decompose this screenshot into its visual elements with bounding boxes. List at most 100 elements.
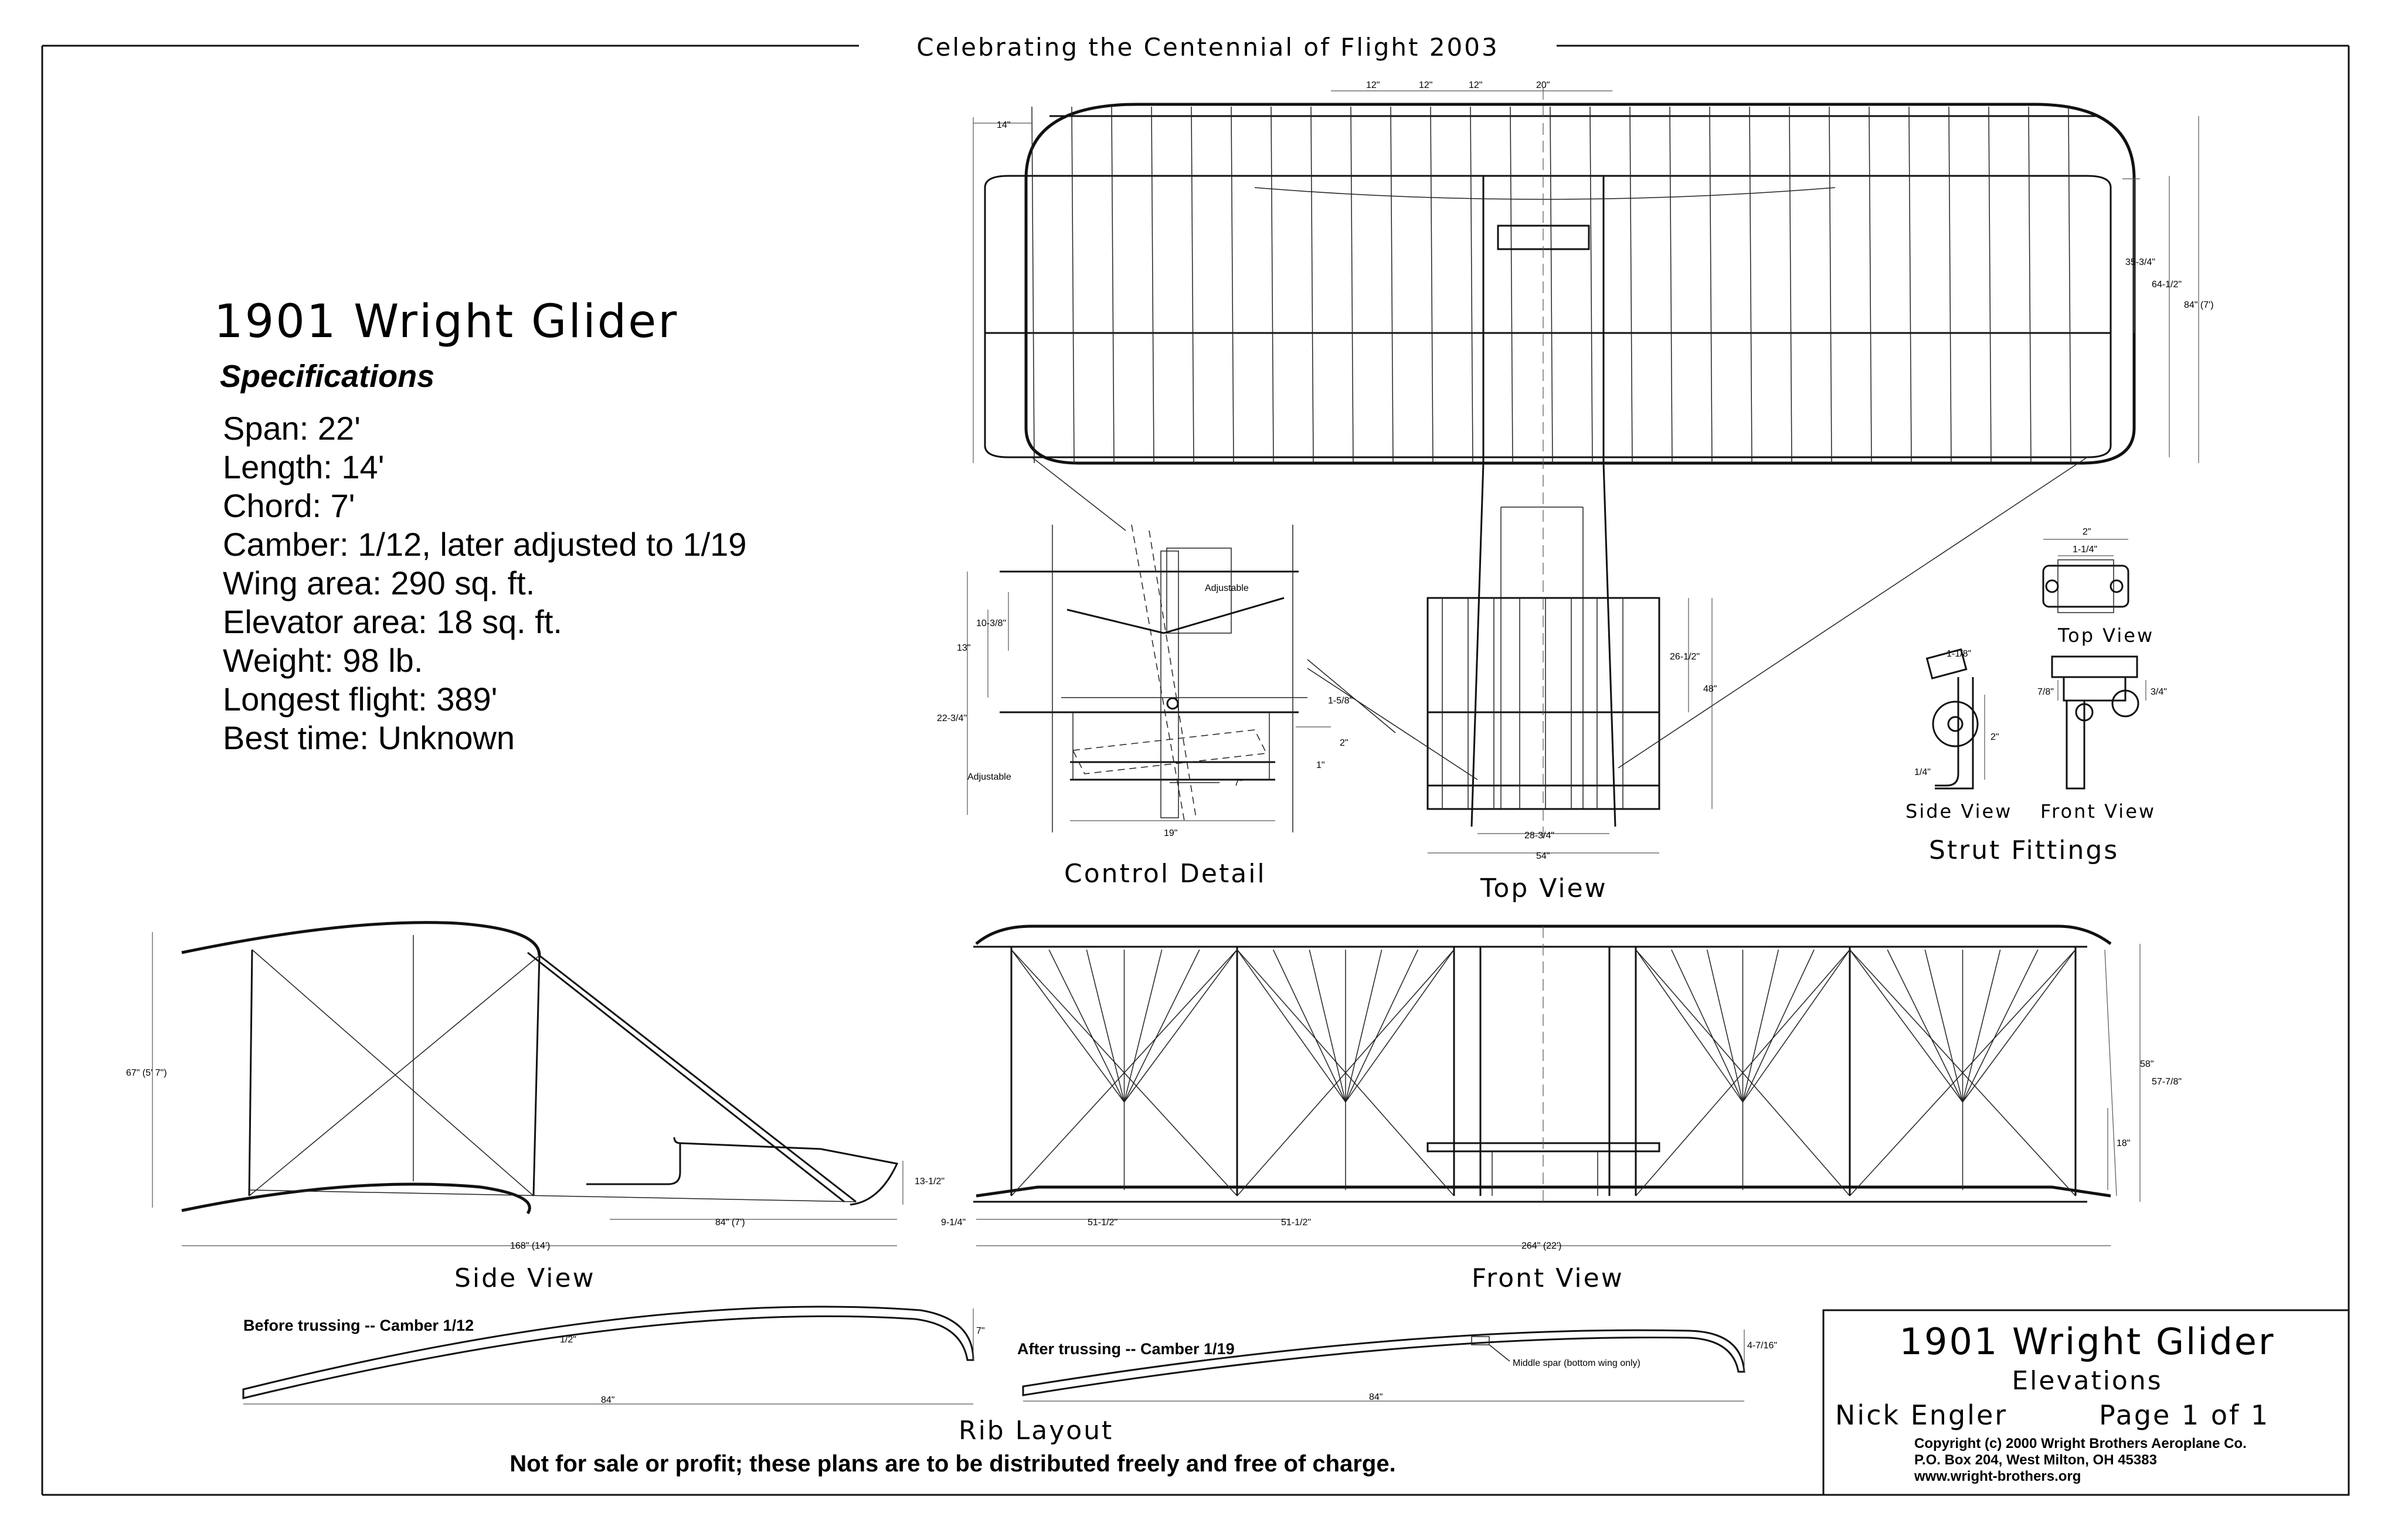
dim-label: 10-3/8" — [976, 618, 1006, 628]
title-block-address: P.O. Box 204, West Milton, OH 45383 — [1914, 1452, 2157, 1468]
title-block-subtitle: Elevations — [2012, 1366, 2162, 1396]
bracing-wire — [1887, 949, 1964, 1103]
bracing-wire — [1742, 949, 1815, 1103]
wing-rib — [1550, 106, 1553, 464]
wing-rib — [1470, 106, 1473, 464]
dim-label: 22-3/4" — [937, 713, 967, 723]
strut-fittings-label: Strut Fittings — [1929, 835, 2119, 865]
wing-rib — [1629, 106, 1633, 464]
dim-label: 1/2" — [560, 1335, 576, 1345]
bracing-wire — [1237, 949, 1346, 1103]
wing-rib — [1271, 106, 1274, 464]
bracing-wire — [1849, 949, 1964, 1103]
bracing-wire — [1086, 949, 1125, 1103]
dim-label: 18" — [2117, 1138, 2130, 1148]
dim-label: 2" — [1340, 738, 1348, 748]
dim-label: 1-1/8" — [1947, 649, 1971, 659]
title-block-url: www.wright-brothers.org — [1914, 1468, 2081, 1484]
dim-label: 51-1/2" — [1281, 1218, 1311, 1228]
wing-rib — [1231, 106, 1234, 464]
dim-label: 13-1/2" — [915, 1177, 945, 1187]
dim-label: 3/4" — [2151, 687, 2167, 697]
bracing-wire — [1048, 949, 1125, 1103]
title-block-copyright: Copyright (c) 2000 Wright Brothers Aerop… — [1914, 1436, 2247, 1451]
bracing-wire — [1671, 949, 1744, 1103]
side-view-drawing — [152, 921, 903, 1246]
title-block-title: 1901 Wright Glider — [1900, 1320, 2275, 1363]
bracing-wire — [1962, 949, 2039, 1103]
wing-rib — [1310, 106, 1314, 464]
strut-side-view-label: Side View — [1905, 800, 2012, 822]
bracing-wire — [1123, 949, 1238, 1103]
wing-rib — [1829, 106, 1832, 464]
title-block-author: Nick Engler — [1835, 1399, 2007, 1431]
dim-label: 51-1/2" — [1088, 1218, 1117, 1228]
spec-item: Longest flight: 389' — [223, 681, 497, 718]
cross-wire — [1011, 949, 1238, 1196]
bracing-wire — [1706, 949, 1744, 1103]
dim-label: 4-7/16" — [1747, 1341, 1777, 1351]
spec-item: Length: 14' — [223, 448, 384, 485]
banner-title: Celebrating the Centennial of Flight 200… — [916, 33, 1499, 62]
dim-label: 48" — [1703, 684, 1717, 694]
control-detail-label: Control Detail — [1064, 859, 1266, 889]
cross-wire — [1237, 949, 1455, 1196]
front-view-drawing — [973, 924, 2141, 1246]
dim-label: 7" — [1234, 778, 1243, 788]
dim-label: 19" — [1164, 828, 1177, 838]
bracing-wire — [1924, 949, 1964, 1103]
dim-label: 28-3/4" — [1524, 831, 1554, 841]
dim-label: 12" — [1469, 80, 1482, 90]
wing-rib — [1031, 106, 1035, 464]
strut-front-view-label: Front View — [2040, 800, 2156, 822]
sheet-border — [41, 45, 2350, 1496]
dim-label: 26-1/2" — [1670, 652, 1700, 662]
dim-label: 12" — [1366, 80, 1380, 90]
dim-label: 7" — [976, 1326, 985, 1336]
specs-title: 1901 Wright Glider — [214, 295, 678, 348]
bracing-wire — [1345, 949, 1455, 1103]
dim-label: 7/8" — [2037, 687, 2054, 697]
dim-label: 58" — [2140, 1059, 2153, 1069]
dim-label: 2" — [1990, 732, 1999, 742]
title-block-page: Page 1 of 1 — [2099, 1399, 2270, 1431]
bracing-wire — [1309, 949, 1346, 1103]
wing-rib — [1510, 106, 1513, 464]
rib-after-caption: After trussing -- Camber 1/19 — [1017, 1340, 1235, 1358]
dim-label: 57-7/8" — [2152, 1077, 2182, 1087]
wing-rib — [1749, 106, 1752, 464]
bracing-wire — [1742, 949, 1779, 1103]
wing-rib — [1350, 106, 1354, 464]
dim-label: 9-1/4" — [941, 1218, 966, 1228]
specs-heading: Specifications — [220, 359, 434, 394]
top-view-drawing — [973, 88, 2199, 854]
dim-label: 1/4" — [1914, 767, 1931, 777]
dim-label: Adjustable — [1205, 583, 1249, 593]
dim-label: 1-1/4" — [2073, 545, 2097, 555]
middle-spar-note: Middle spar (bottom wing only) — [1513, 1358, 1640, 1368]
dim-label: 1-5/8" — [1328, 696, 1353, 706]
dim-label: 1" — [1316, 760, 1325, 770]
front-view-dimensions: 58" 57-7/8" 18" 9-1/4" 51-1/2" 51-1/2" 2… — [941, 1059, 2182, 1251]
bracing-wire — [1123, 949, 1163, 1103]
bracing-wire — [1345, 949, 1382, 1103]
dim-label: 14" — [997, 120, 1010, 130]
bracing-wire — [1962, 949, 2001, 1103]
bracing-wire — [1123, 949, 1200, 1103]
rib-before-caption: Before trussing -- Camber 1/12 — [243, 1317, 474, 1334]
rib-layout-text: Before trussing -- Camber 1/12 After tru… — [243, 1317, 1777, 1405]
wing-rib — [2028, 106, 2032, 464]
wing-rib — [1709, 106, 1713, 464]
wing-rib — [1789, 106, 1792, 464]
bracing-wire — [1345, 949, 1419, 1103]
dim-label: 264" (22') — [1521, 1241, 1561, 1251]
dim-label: 168" (14') — [510, 1241, 550, 1251]
strut-fittings-dimensions: 2" 1-1/4" 1-1/8" 7/8" 3/4" 2" 1/4" — [1914, 527, 2167, 777]
dim-label: 67" (5' 7") — [126, 1068, 167, 1078]
dim-label: 13" — [957, 643, 970, 653]
control-detail-dimensions: Adjustable Adjustable 10-3/8" 13" 22-3/4… — [937, 583, 1353, 838]
bracing-wire — [1272, 949, 1346, 1103]
rib-layout-label: Rib Layout — [959, 1416, 1113, 1446]
